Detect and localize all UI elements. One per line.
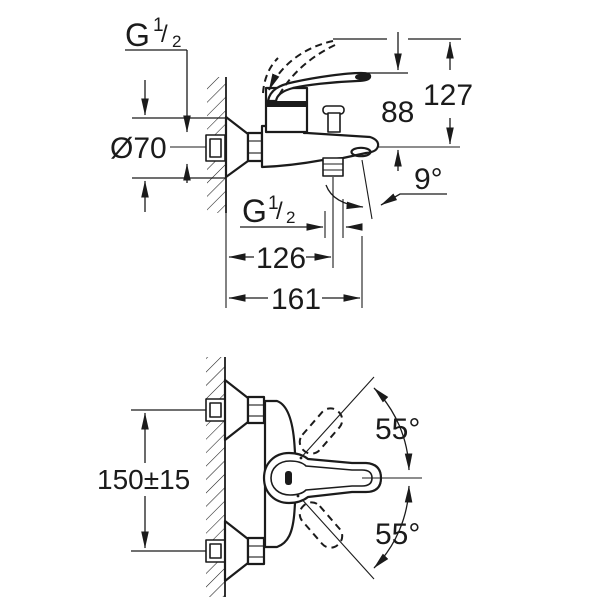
raised-lever-upper-edge (268, 40, 334, 91)
lever-handle-raised-dashed (262, 40, 336, 98)
supply-square-nut-inner (209, 402, 222, 418)
dashed-handle-outline (298, 407, 344, 455)
supply-upper (205, 378, 266, 442)
dim-shower-thread: G 1 / 2 (240, 193, 363, 238)
handle-rotated-upper-dashed (298, 407, 344, 455)
raised-lever-front-edge (262, 57, 279, 94)
swing-arc-upper (373, 387, 413, 471)
escutcheon-cone (223, 519, 250, 583)
front-view: 55° 55° 150±15 (97, 357, 422, 597)
hex-nut (246, 536, 266, 566)
mixer-body-spout (260, 124, 380, 169)
height-88-label: 88 (381, 96, 414, 129)
dim-reach-161: 161 (228, 236, 363, 316)
dim-depth-126: 126 (228, 242, 332, 275)
cartridge-joint-band (266, 101, 307, 107)
depth-126-label: 126 (256, 242, 306, 275)
handle-dot (299, 456, 303, 460)
side-wall (207, 77, 227, 308)
handle-rotated-lower-dashed (298, 501, 344, 549)
shower-thread-slash: / (276, 198, 283, 225)
swing-upper-label: 55° (375, 413, 420, 446)
swing-lower-label: 55° (375, 518, 420, 551)
supply-lower (205, 519, 266, 583)
shower-outlet-thread-body (322, 157, 344, 177)
hex-nut (246, 395, 266, 425)
front-handle (262, 451, 383, 505)
supply-square-nut-inner (209, 543, 222, 559)
side-view: G 1 / 2 Ø70 88 127 (110, 15, 473, 316)
shower-thread-label: G (242, 193, 267, 229)
wall-union (205, 115, 264, 179)
diverter-knob (322, 105, 345, 133)
front-handle-outer (262, 451, 383, 505)
lever-handle-tip (355, 73, 371, 81)
wall-thread-denominator: 2 (172, 32, 181, 51)
swing-line-lower (297, 494, 375, 580)
handle-dot (296, 494, 300, 498)
wall-thread-slash: / (161, 21, 168, 48)
wall-thread-numerator: 1 (153, 15, 164, 36)
supply-square-nut-inner (209, 138, 222, 158)
shower-outlet (322, 157, 344, 177)
handle-pivot-mark (285, 471, 292, 485)
swing-line-upper (297, 376, 375, 462)
raised-lever-lower-edge (277, 44, 336, 98)
hex-nut (246, 131, 264, 163)
front-handle-inner (270, 460, 373, 496)
escutcheon-cone (223, 378, 250, 442)
reach-161-label: 161 (271, 283, 321, 316)
swing-arc-lower (373, 485, 413, 569)
dim-supply-spacing: 150±15 (97, 409, 206, 552)
height-127-label: 127 (423, 79, 473, 112)
escutcheon-cone (224, 115, 250, 179)
shower-thread-numerator: 1 (268, 193, 279, 214)
angle-leader (380, 193, 447, 206)
dim-escutcheon-diameter: Ø70 (110, 80, 226, 212)
diverter-stem (327, 112, 341, 133)
spout-aerator (350, 146, 372, 158)
dashed-handle-outline (298, 501, 344, 549)
angle-arc (325, 184, 364, 210)
shower-thread-denominator: 2 (286, 208, 295, 227)
escutcheon-diameter-label: Ø70 (110, 132, 167, 165)
spray-direction-line (361, 159, 373, 220)
dim-height-127: 127 (333, 38, 473, 145)
dim-spout-angle: 9° (325, 159, 447, 268)
wall-thread-label: G (125, 17, 150, 53)
dim-swing-lower: 55° (373, 485, 420, 569)
spout-angle-label: 9° (414, 163, 443, 196)
dim-swing-upper: 55° (373, 387, 420, 471)
supply-spacing-label: 150±15 (97, 464, 190, 495)
dim-height-88: 88 (356, 32, 414, 171)
